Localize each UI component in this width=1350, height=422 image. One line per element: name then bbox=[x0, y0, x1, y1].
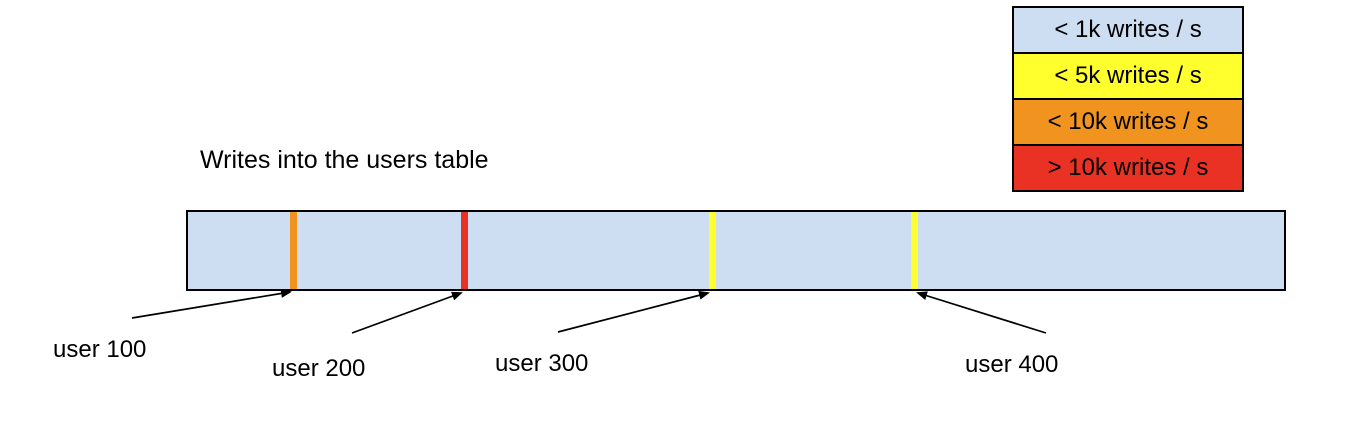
arrow-user-100 bbox=[131, 289, 292, 319]
stripe-user-100 bbox=[290, 212, 297, 289]
arrow-user-300 bbox=[557, 290, 710, 333]
stripe-user-400 bbox=[911, 212, 918, 289]
legend-item-under-5k: < 5k writes / s bbox=[1012, 52, 1244, 100]
legend-item-under-10k: < 10k writes / s bbox=[1012, 98, 1244, 146]
label-user-100: user 100 bbox=[53, 336, 147, 363]
legend-item-over-10k: > 10k writes / s bbox=[1012, 144, 1244, 192]
label-user-200: user 200 bbox=[272, 355, 366, 382]
legend: < 1k writes / s < 5k writes / s < 10k wr… bbox=[1012, 6, 1244, 192]
label-user-300: user 300 bbox=[495, 350, 589, 377]
arrow-user-200 bbox=[351, 291, 463, 334]
stripe-user-300 bbox=[709, 212, 716, 289]
stripe-user-200 bbox=[461, 212, 468, 289]
legend-item-under-1k: < 1k writes / s bbox=[1012, 6, 1244, 54]
label-user-400: user 400 bbox=[965, 351, 1059, 378]
diagram-title: Writes into the users table bbox=[200, 146, 489, 174]
users-table-keyspace-bar bbox=[186, 210, 1286, 291]
arrow-user-400 bbox=[916, 291, 1047, 334]
